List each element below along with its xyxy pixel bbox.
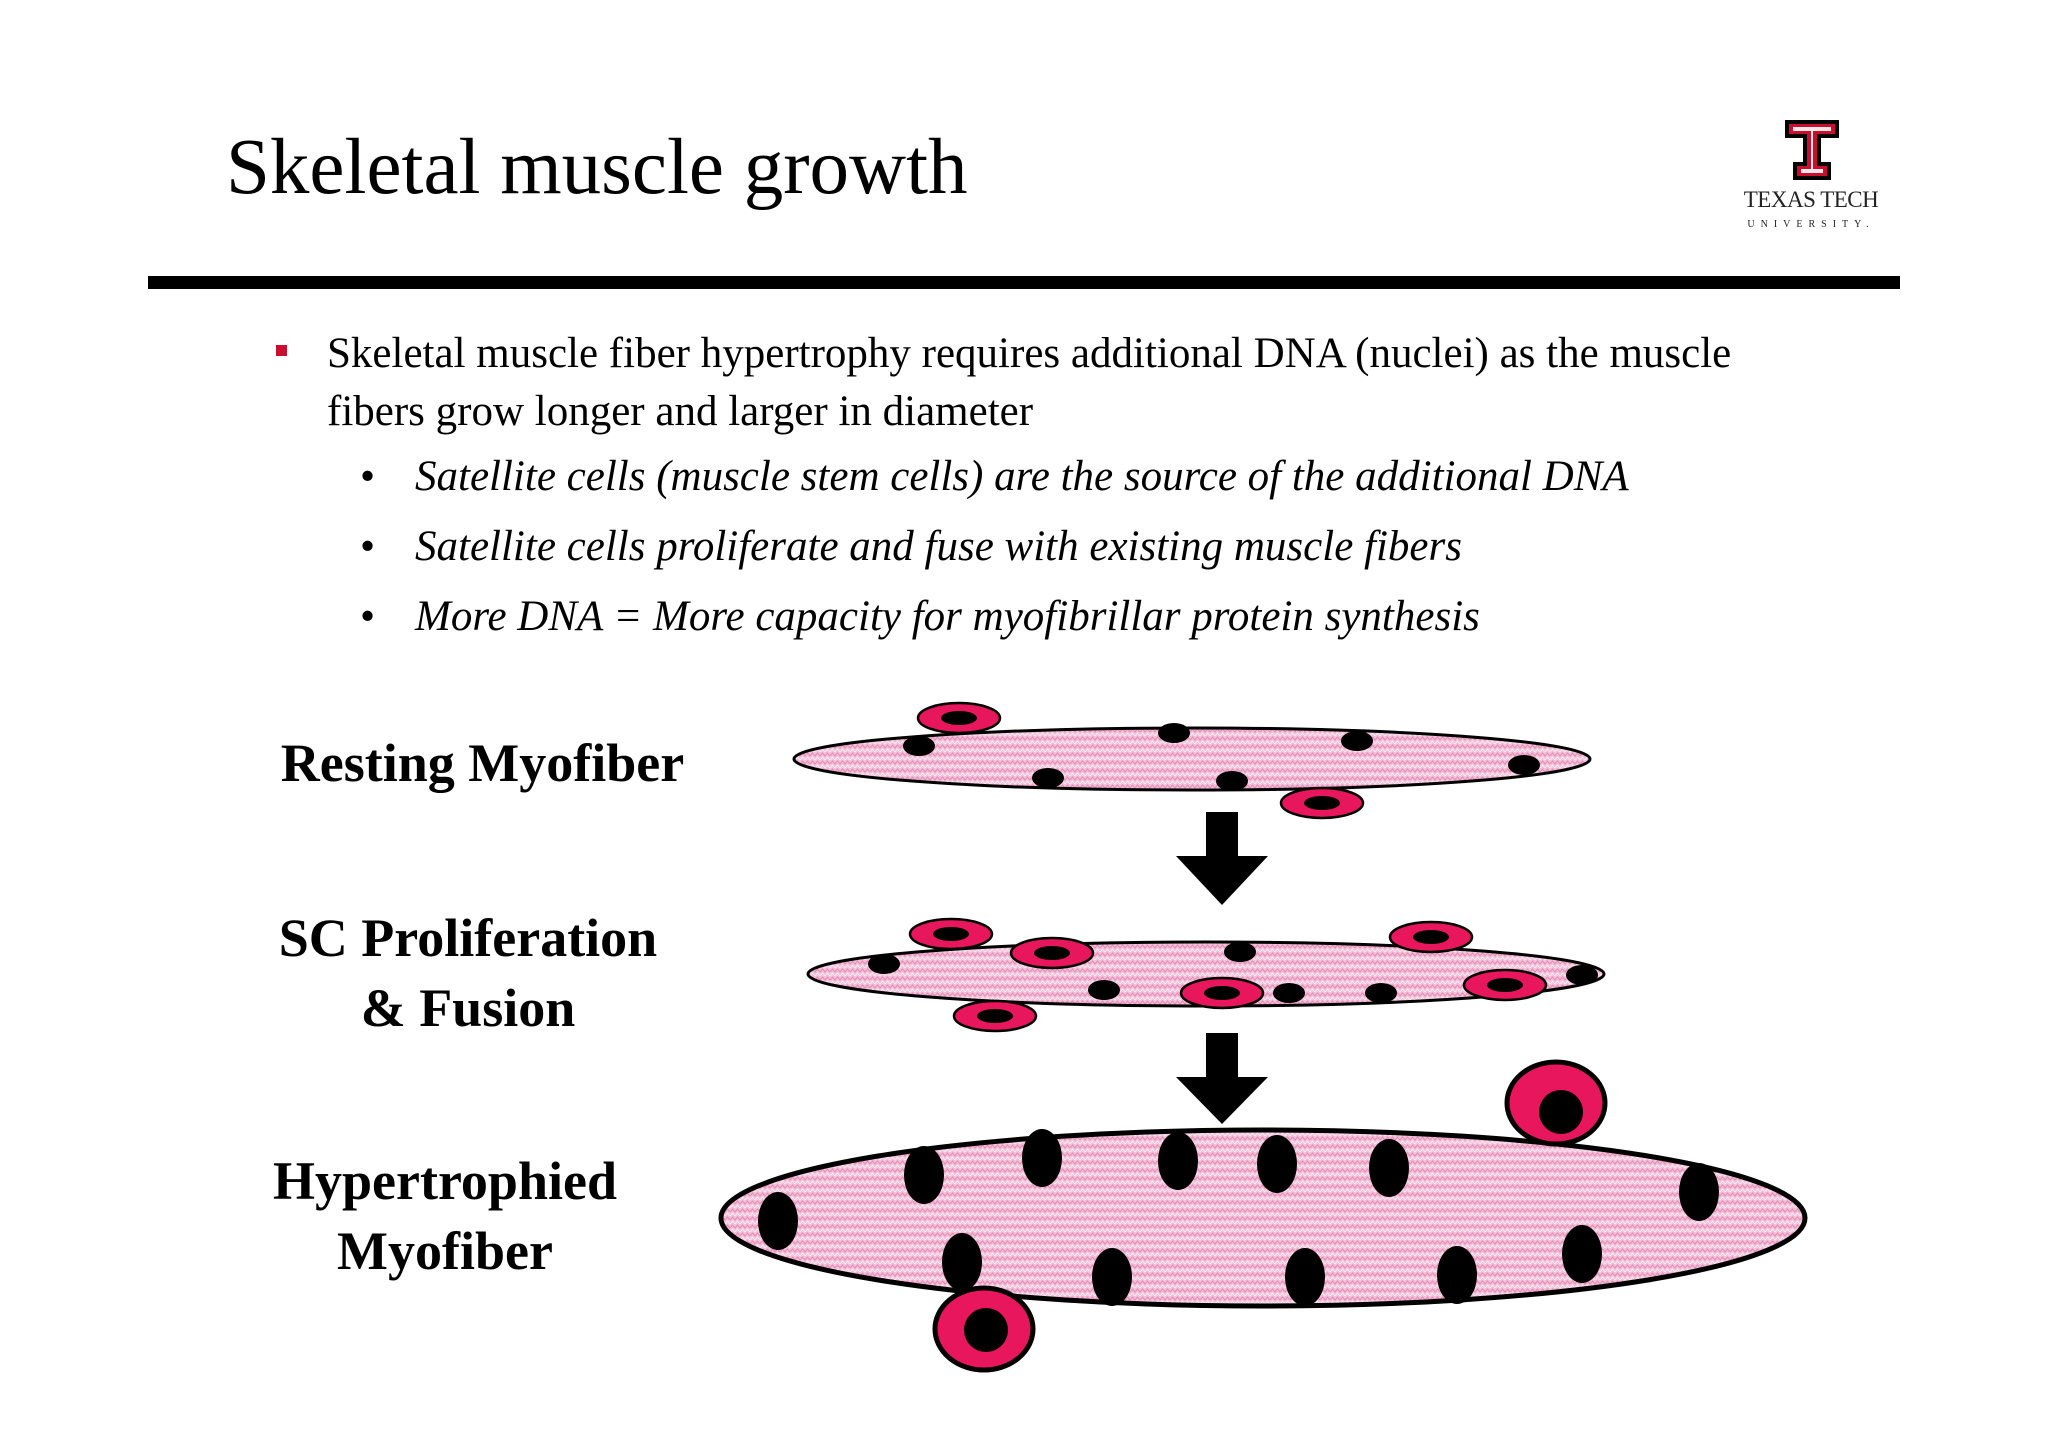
nucleus-icon [758,1129,1719,1306]
double-t-logo-icon [1785,120,1839,180]
main-bullet-text: Skeletal muscle fiber hypertrophy requir… [327,330,1732,435]
label-sc-proliferation: SC Proliferation [278,908,658,968]
satellite-cell-icon [1504,1059,1608,1147]
bullet-dot-icon: • [360,523,376,570]
logo-name: TEXAS TECH [1743,187,1879,212]
satellite-cell-icon [908,917,994,951]
sub-bullet: • Satellite cells proliferate and fuse wi… [360,525,1462,568]
satellite-cell-icon [1462,968,1548,1002]
bullet-dot-icon: • [360,453,376,500]
label-fusion: & Fusion [360,978,576,1038]
texas-tech-logo: TEXAS TECH UNIVERSITY. [1736,115,1886,235]
sub-bullet-text: More DNA = More capacity for myofibrilla… [415,593,1480,640]
satellite-cell-icon [916,701,1002,735]
bullet-square-icon [276,345,287,356]
sub-bullet-text: Satellite cells (muscle stem cells) are … [415,453,1629,500]
title-divider [148,276,1900,289]
bullet-dot-icon: • [360,593,376,640]
hypertrophied-myofiber [718,1059,1808,1373]
proliferation-myofiber [806,917,1606,1033]
logo-subtitle: UNIVERSITY. [1747,219,1875,230]
sub-bullet: • More DNA = More capacity for myofibrill… [360,595,1480,638]
sub-bullet-text: Satellite cells proliferate and fuse wit… [415,523,1462,570]
satellite-cell-icon [1009,936,1095,970]
label-resting-myofiber: Resting Myofiber [280,733,685,793]
resting-myofiber [792,701,1592,820]
satellite-cell-icon [952,999,1038,1033]
slide-title: Skeletal muscle growth [226,124,968,211]
nucleus-icon [903,723,1540,791]
satellite-cell-icon [1279,786,1365,820]
label-myofiber: Myofiber [337,1221,553,1281]
satellite-cell-icon [1388,920,1474,954]
sub-bullet: • Satellite cells (muscle stem cells) are… [360,455,1629,498]
down-arrow-icon [1176,1033,1268,1124]
satellite-cell-icon [932,1285,1036,1373]
down-arrow-icon [1176,812,1268,905]
label-hypertrophied: Hypertrophied [272,1151,617,1211]
satellite-cell-icon [1179,976,1265,1010]
nucleus-icon [868,942,1598,1003]
